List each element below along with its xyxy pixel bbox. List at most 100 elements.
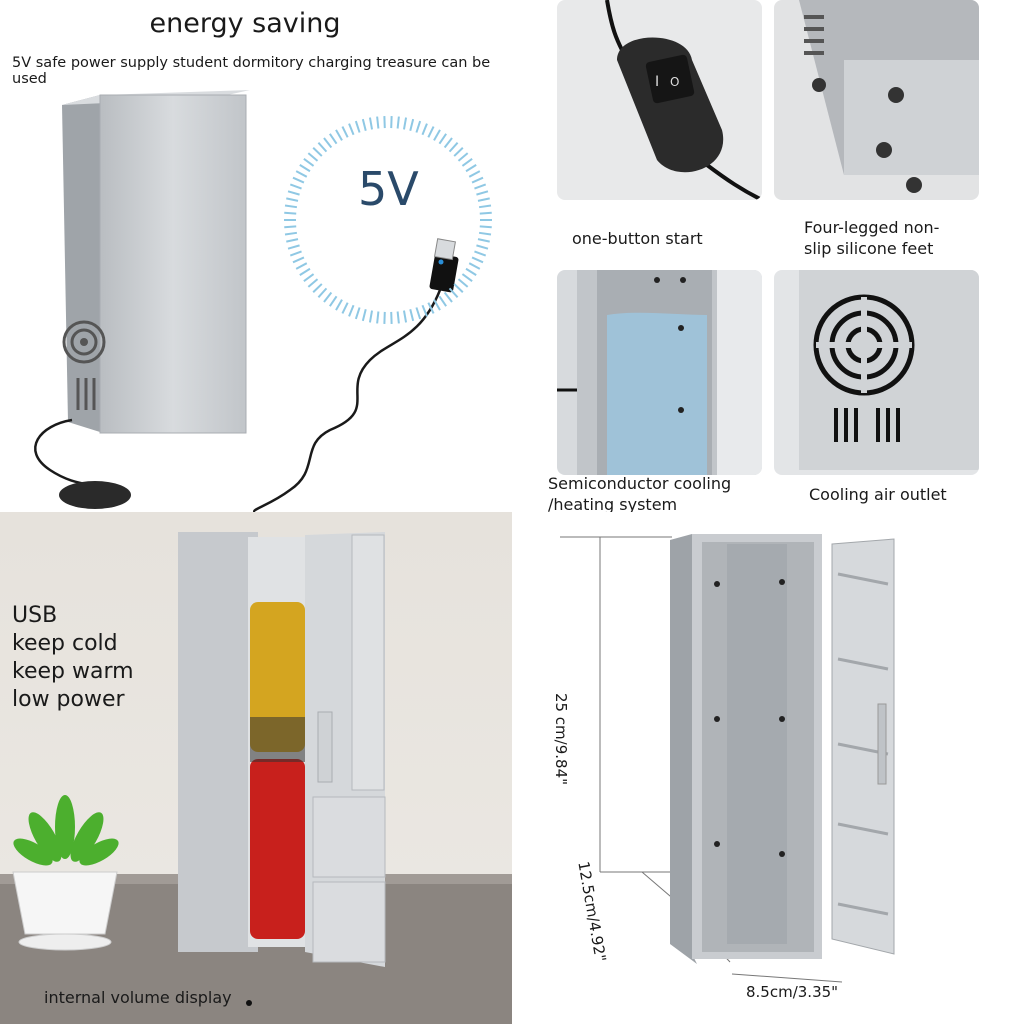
feature-keep-cold: keep cold [12, 631, 118, 656]
dial-tick [335, 129, 343, 141]
dial-tick [476, 244, 489, 250]
dial-tick [307, 278, 319, 288]
dial-tick [448, 142, 459, 153]
dial-tick [457, 152, 469, 162]
dial-tick [295, 170, 308, 178]
subline: 5V safe power supply student dormitory c… [12, 55, 491, 87]
fridge-product-illustration [34, 90, 459, 512]
dial-tick [329, 295, 338, 307]
dial-tick [465, 267, 477, 276]
5v-dial [284, 116, 492, 324]
photo-cooling-system [557, 270, 762, 475]
dial-tick [427, 302, 435, 314]
photo-power-switch: I O [557, 0, 762, 200]
dial-tick [323, 137, 333, 149]
dial-tick [479, 211, 492, 215]
dial-tick [317, 142, 328, 153]
dial-tick [284, 231, 298, 236]
caption-feet-line1: Four-legged non- [804, 218, 940, 237]
caption-internal-volume: internal volume display [44, 988, 232, 1007]
panel-features-grid: I O one-button start Four-legged non- sl… [512, 0, 1024, 512]
dial-tick [468, 170, 481, 178]
foot-icon [812, 78, 826, 92]
dial-tick [361, 309, 367, 322]
dial-tick [465, 164, 477, 173]
dial-tick [443, 137, 453, 149]
fridge-open-photo [178, 532, 386, 967]
dial-tick [461, 158, 473, 167]
dial-tick [478, 231, 492, 236]
dial-tick [433, 129, 441, 141]
dial-tick [402, 310, 408, 323]
dial-tick [341, 126, 349, 138]
caption-air-outlet: Cooling air outlet [809, 485, 947, 504]
dial-tick [299, 164, 311, 173]
dial-tick [368, 117, 374, 130]
headline: energy saving [149, 8, 341, 39]
dial-tick [341, 302, 349, 314]
dial-tick [415, 307, 422, 320]
dial-tick [461, 273, 473, 282]
dial-tick [471, 176, 484, 184]
dial-tick [443, 291, 453, 303]
dial-tick [289, 250, 302, 257]
can-red [250, 759, 305, 939]
dial-tick [474, 250, 487, 257]
panel-usb-features: USB keep cold keep warm low power intern… [0, 512, 512, 1024]
dial-tick [289, 183, 302, 190]
power-switch-icon [59, 481, 131, 509]
dial-tick [448, 287, 459, 298]
height-label: 25 cm/9.84" [552, 692, 570, 786]
dial-tick [361, 118, 367, 131]
dial-tick [299, 267, 311, 276]
dial-tick [421, 304, 428, 317]
dial-tick [312, 283, 323, 293]
potted-plant-illustration [12, 795, 119, 951]
dial-tick [376, 311, 380, 324]
dial-tick [284, 225, 297, 229]
dial-tick [453, 147, 464, 157]
caption-feet-line2: slip silicone feet [804, 239, 934, 258]
dial-tick [354, 120, 361, 133]
dial-tick [303, 273, 315, 282]
panel-energy-saving: energy saving 5V safe power supply stude… [0, 0, 512, 512]
dial-tick [457, 278, 469, 288]
dial-tick [348, 304, 355, 317]
5v-badge-text: 5V [358, 162, 419, 216]
dial-tick [421, 123, 428, 136]
dial-tick [396, 311, 400, 324]
dial-tick [295, 262, 308, 270]
dial-tick [317, 287, 328, 298]
panel-dimensions: 25 cm/9.84" 12.5cm/4.92" 8.5cm/3.35" [512, 512, 1024, 1024]
dial-tick [438, 133, 447, 145]
dial-tick [477, 197, 490, 202]
dial-tick [323, 291, 333, 303]
dial-tick [348, 123, 355, 136]
dial-tick [292, 176, 305, 184]
dial-tick [287, 190, 300, 196]
photo-air-outlet [774, 270, 979, 475]
dial-tick [479, 225, 492, 229]
dial-tick [396, 116, 400, 129]
svg-text:I: I [655, 74, 659, 90]
dial-tick [415, 120, 422, 133]
dial-tick [476, 190, 489, 196]
svg-text:O: O [670, 75, 679, 89]
photo-silicone-feet [774, 0, 979, 200]
dial-tick [312, 147, 323, 157]
dial-tick [427, 126, 435, 138]
can-gold [250, 602, 305, 752]
caption-one-button-start: one-button start [572, 229, 703, 248]
feature-list: USB keep cold keep warm low power [12, 602, 134, 714]
dial-tick [303, 158, 315, 167]
dial-tick [286, 238, 299, 243]
feature-usb: USB [12, 603, 58, 628]
dial-tick [307, 152, 319, 162]
dial-tick [474, 183, 487, 190]
caption-cooling-line1: Semiconductor cooling [548, 474, 732, 493]
dial-tick [292, 256, 305, 264]
dial-tick [284, 211, 297, 215]
dial-tick [286, 197, 299, 202]
feature-low-power: low power [12, 687, 125, 712]
width-label: 8.5cm/3.35" [746, 983, 839, 1001]
